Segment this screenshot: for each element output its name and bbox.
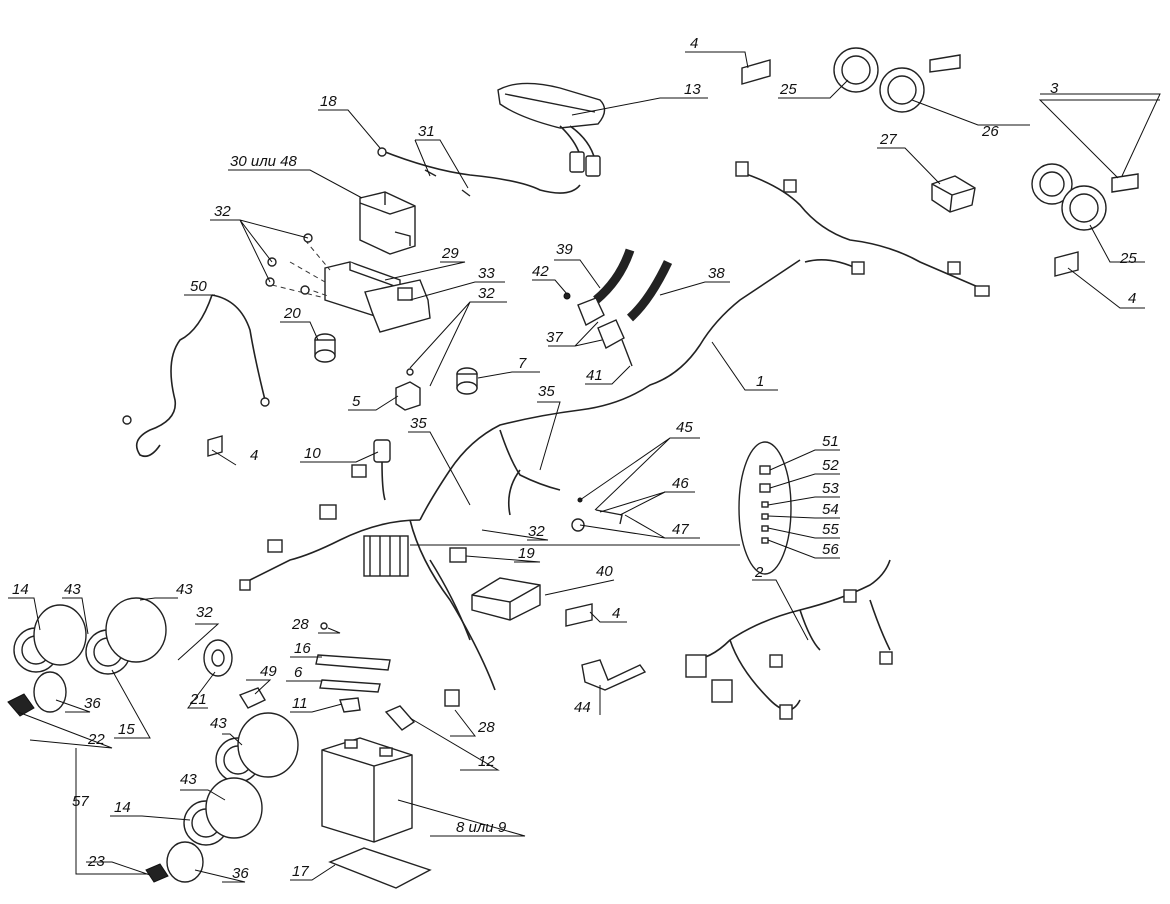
callout-11: 11	[292, 695, 308, 712]
callout-35-left: 35	[410, 415, 427, 432]
callout-45: 45	[676, 419, 693, 436]
cable-18-part	[377, 147, 581, 197]
relay-20-part	[314, 333, 336, 363]
instrument-cluster-part	[497, 82, 606, 177]
callout-50: 50	[190, 278, 207, 295]
callout-25-top: 25	[779, 81, 797, 98]
callout-32-left: 32	[214, 203, 231, 220]
callout-4-center: 4	[612, 605, 620, 622]
callout-7: 7	[518, 355, 527, 372]
callout-4-top: 4	[690, 35, 698, 52]
callout-1: 1	[756, 373, 764, 390]
callout-18: 18	[320, 93, 337, 110]
callout-43-top-left: 43	[64, 581, 81, 598]
callout-39: 39	[556, 241, 573, 258]
fuse-box-40-part	[471, 577, 541, 621]
relay-7-part	[456, 367, 478, 395]
callout-51: 51	[822, 433, 839, 450]
switch-27-part	[931, 175, 976, 213]
lamp-25-26-parts	[833, 47, 1107, 231]
callout-4-left: 4	[250, 447, 258, 464]
callout-16: 16	[294, 640, 311, 657]
callout-14-top: 14	[12, 581, 29, 598]
ecu-with-bracket-part	[265, 233, 431, 333]
relay-19-part	[449, 547, 467, 563]
secondary-harness-part	[685, 559, 893, 720]
fastener-parts	[571, 497, 623, 532]
callout-54: 54	[822, 501, 839, 518]
callout-14-bottom: 14	[114, 799, 131, 816]
callout-21: 21	[189, 691, 207, 708]
callout-23: 23	[87, 853, 105, 870]
callout-43-bottom: 43	[180, 771, 197, 788]
callout-labels: 1 2 3 4 4 4 4 5 6 7 8 или 9 10 11 12 13 …	[12, 35, 1137, 882]
battery-tray-part	[328, 847, 432, 889]
ignition-leads-part	[563, 248, 673, 367]
callout-37: 37	[546, 329, 563, 346]
callout-17: 17	[292, 863, 309, 880]
callout-15: 15	[118, 721, 135, 738]
callout-38: 38	[708, 265, 725, 282]
battery-part	[321, 737, 413, 843]
callout-53: 53	[822, 480, 839, 497]
leader-lines	[8, 51, 1161, 883]
callout-4-right: 4	[1128, 290, 1136, 307]
callout-2: 2	[754, 564, 764, 581]
callout-19: 19	[518, 545, 535, 562]
callout-44: 44	[574, 699, 591, 716]
callout-56: 56	[822, 541, 839, 558]
bracket-44-part	[581, 659, 647, 691]
callout-12: 12	[478, 753, 495, 770]
callout-35-right: 35	[538, 383, 555, 400]
callout-46: 46	[672, 475, 689, 492]
relay-5-part	[395, 368, 421, 411]
callout-32-center: 32	[528, 523, 545, 540]
callout-41: 41	[586, 367, 603, 384]
callout-36-top: 36	[84, 695, 101, 712]
callout-27: 27	[879, 131, 897, 148]
callout-43-top-right: 43	[176, 581, 193, 598]
callout-5: 5	[352, 393, 361, 410]
plates-and-covers	[315, 622, 416, 731]
callout-32-bottom: 32	[196, 604, 213, 621]
connector-10-part	[351, 439, 391, 501]
small-parts-group	[738, 441, 792, 575]
decal-parts	[207, 54, 1139, 627]
callout-3: 3	[1050, 80, 1059, 97]
callout-22: 22	[87, 731, 105, 748]
callout-43-middle: 43	[210, 715, 227, 732]
callout-28-bottom: 28	[477, 719, 495, 736]
callout-29: 29	[441, 245, 459, 262]
callout-25-right: 25	[1119, 250, 1137, 267]
callout-30-or-48: 30 или 48	[230, 153, 298, 170]
main-harness-part	[239, 161, 990, 707]
callout-32-right: 32	[478, 285, 495, 302]
callout-57: 57	[72, 793, 89, 810]
callout-28-top: 28	[291, 616, 309, 633]
callout-55: 55	[822, 521, 839, 538]
callout-33: 33	[478, 265, 495, 282]
callout-26: 26	[981, 123, 999, 140]
callout-20: 20	[283, 305, 301, 322]
horn-21-part	[203, 639, 233, 677]
callout-13: 13	[684, 81, 701, 98]
connector-49-part	[238, 687, 266, 709]
callout-31: 31	[418, 123, 435, 140]
callout-47: 47	[672, 521, 689, 538]
callout-8-or-9: 8 или 9	[456, 819, 507, 836]
callout-42: 42	[532, 263, 549, 280]
callout-6: 6	[294, 664, 303, 681]
headlight-parts	[13, 597, 299, 883]
indicator-parts	[7, 693, 169, 883]
callout-49: 49	[260, 663, 277, 680]
callout-40: 40	[596, 563, 613, 580]
callout-10: 10	[304, 445, 321, 462]
callout-52: 52	[822, 457, 839, 474]
control-unit-part	[359, 191, 416, 255]
callout-36-bottom: 36	[232, 865, 249, 882]
wire-50-part	[122, 294, 270, 458]
